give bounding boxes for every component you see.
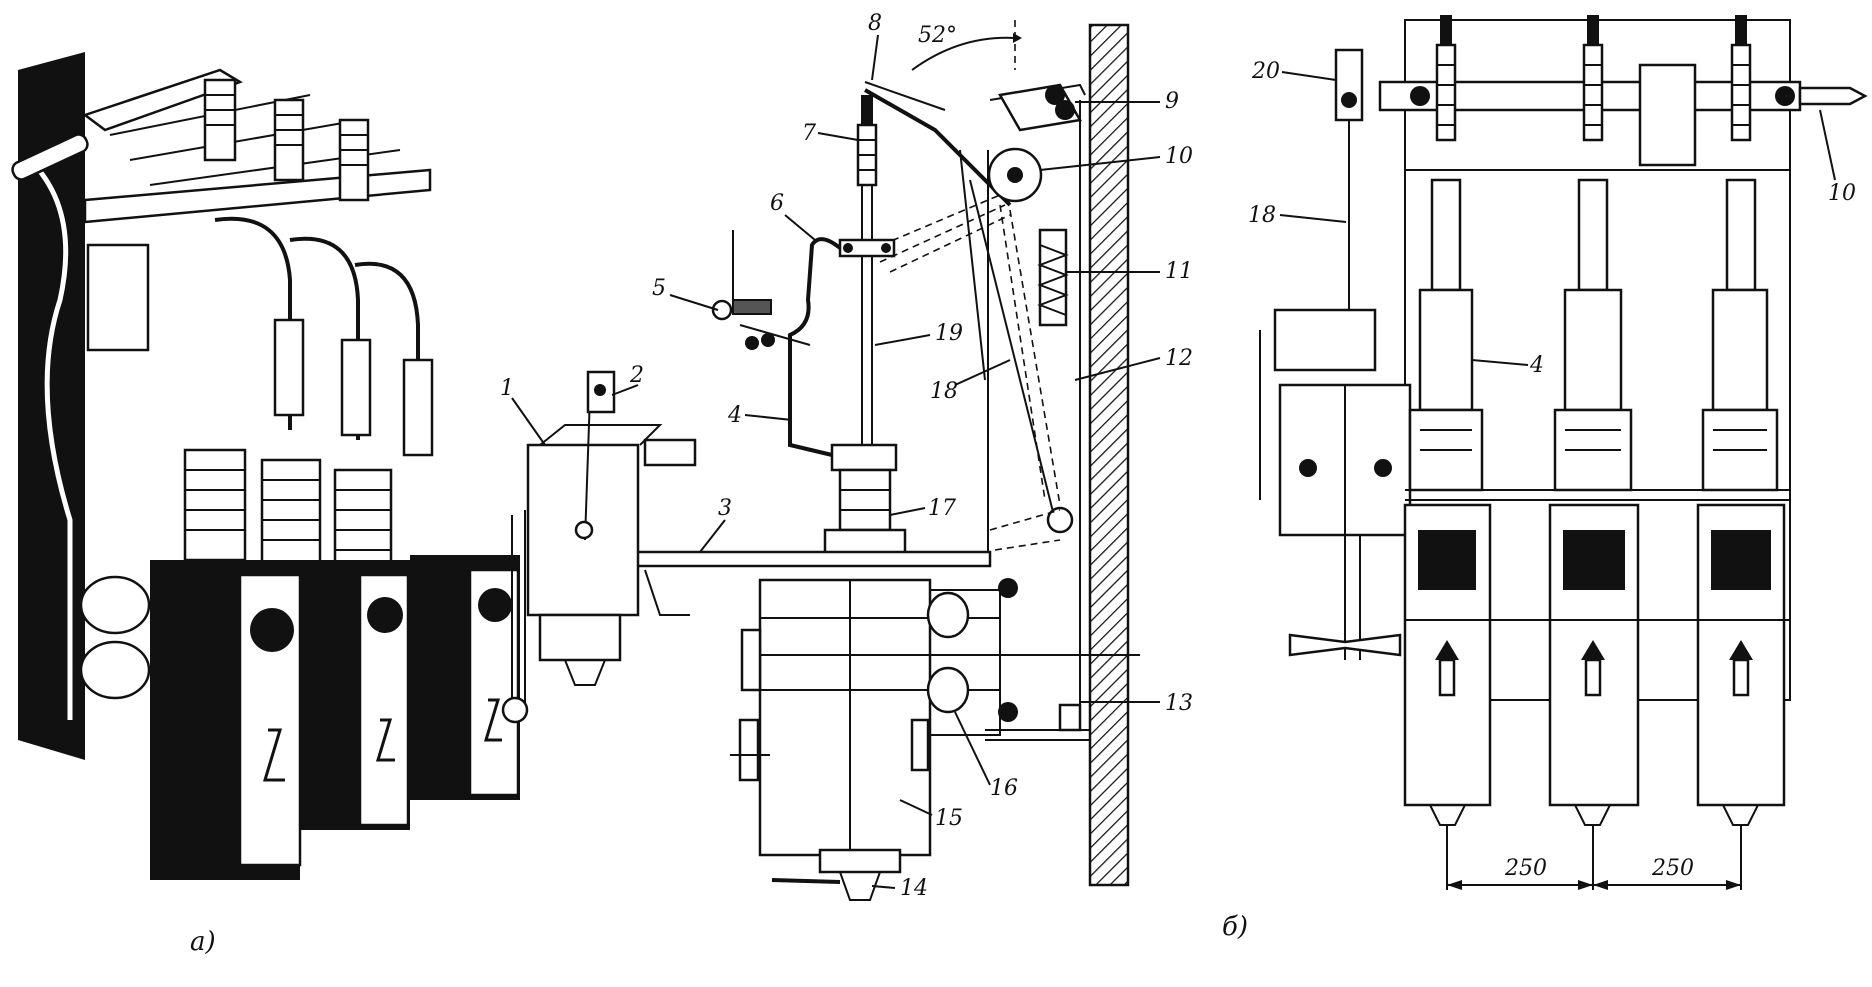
insulator-17 [838, 468, 892, 532]
link-insulators [203, 78, 370, 202]
callout-12: 12 [1165, 346, 1193, 371]
callouts-front-view: 20 18 4 10 [1248, 59, 1856, 378]
chamber-bodies [150, 555, 520, 880]
callouts-side-view: 8 9 10 11 12 13 7 6 5 19 18 4 2 [500, 11, 1193, 901]
insulator-16a [926, 591, 970, 639]
drive-handle [11, 133, 89, 181]
callout-17: 17 [928, 496, 956, 521]
callout-7: 7 [802, 121, 816, 146]
wall-hatched [1088, 23, 1130, 887]
beam-3 [628, 550, 992, 568]
callout-5: 5 [652, 276, 666, 301]
callout-20: 20 [1251, 59, 1280, 84]
view-b-side-section: 52° 8 9 10 11 12 13 7 6 5 19 18 4 [500, 11, 1193, 901]
conductor-1 [214, 216, 292, 430]
caption-a: а) [190, 927, 216, 957]
front-pole-2 [1548, 15, 1640, 890]
callout-19: 19 [935, 321, 963, 346]
callout-18: 18 [930, 379, 958, 404]
rod-18 [969, 179, 1056, 521]
callout-10-front: 10 [1828, 181, 1856, 206]
dimension-250-left: 250 [1504, 856, 1547, 881]
callout-4: 4 [727, 403, 742, 428]
chamber-15 [758, 578, 932, 857]
callout-14: 14 [900, 876, 928, 901]
callout-15: 15 [935, 806, 963, 831]
callout-10: 10 [1165, 144, 1193, 169]
lever-8 [864, 88, 1012, 207]
front-pole-1 [1403, 15, 1492, 890]
solenoid-box [86, 243, 150, 352]
callout-2: 2 [629, 363, 644, 388]
callout-18-front: 18 [1248, 203, 1276, 228]
front-pole-3 [1696, 15, 1786, 890]
dimension-250-right: 250 [1651, 856, 1694, 881]
lower-beam [83, 168, 432, 224]
dimension-lines: 250 250 [1447, 856, 1741, 890]
callout-8: 8 [868, 11, 882, 36]
callout-4-front: 4 [1529, 353, 1544, 378]
callout-9: 9 [1165, 89, 1179, 114]
insulator-16b [926, 666, 970, 714]
callout-16: 16 [990, 776, 1018, 801]
conductor-3 [354, 261, 420, 450]
callout-1: 1 [500, 376, 514, 401]
callout-13: 13 [1165, 691, 1193, 716]
callout-11: 11 [1165, 259, 1193, 284]
top-beam [82, 68, 243, 132]
view-a-perspective: а) [11, 52, 520, 957]
flexible-link [788, 237, 842, 457]
angle-label: 52° [918, 23, 957, 48]
callout-6: 6 [770, 191, 784, 216]
view-b-front: 250 250 20 18 4 10 б) [1222, 15, 1868, 942]
caption-b: б) [1222, 912, 1248, 942]
conductor-2 [289, 236, 360, 440]
callout-3: 3 [718, 496, 732, 521]
